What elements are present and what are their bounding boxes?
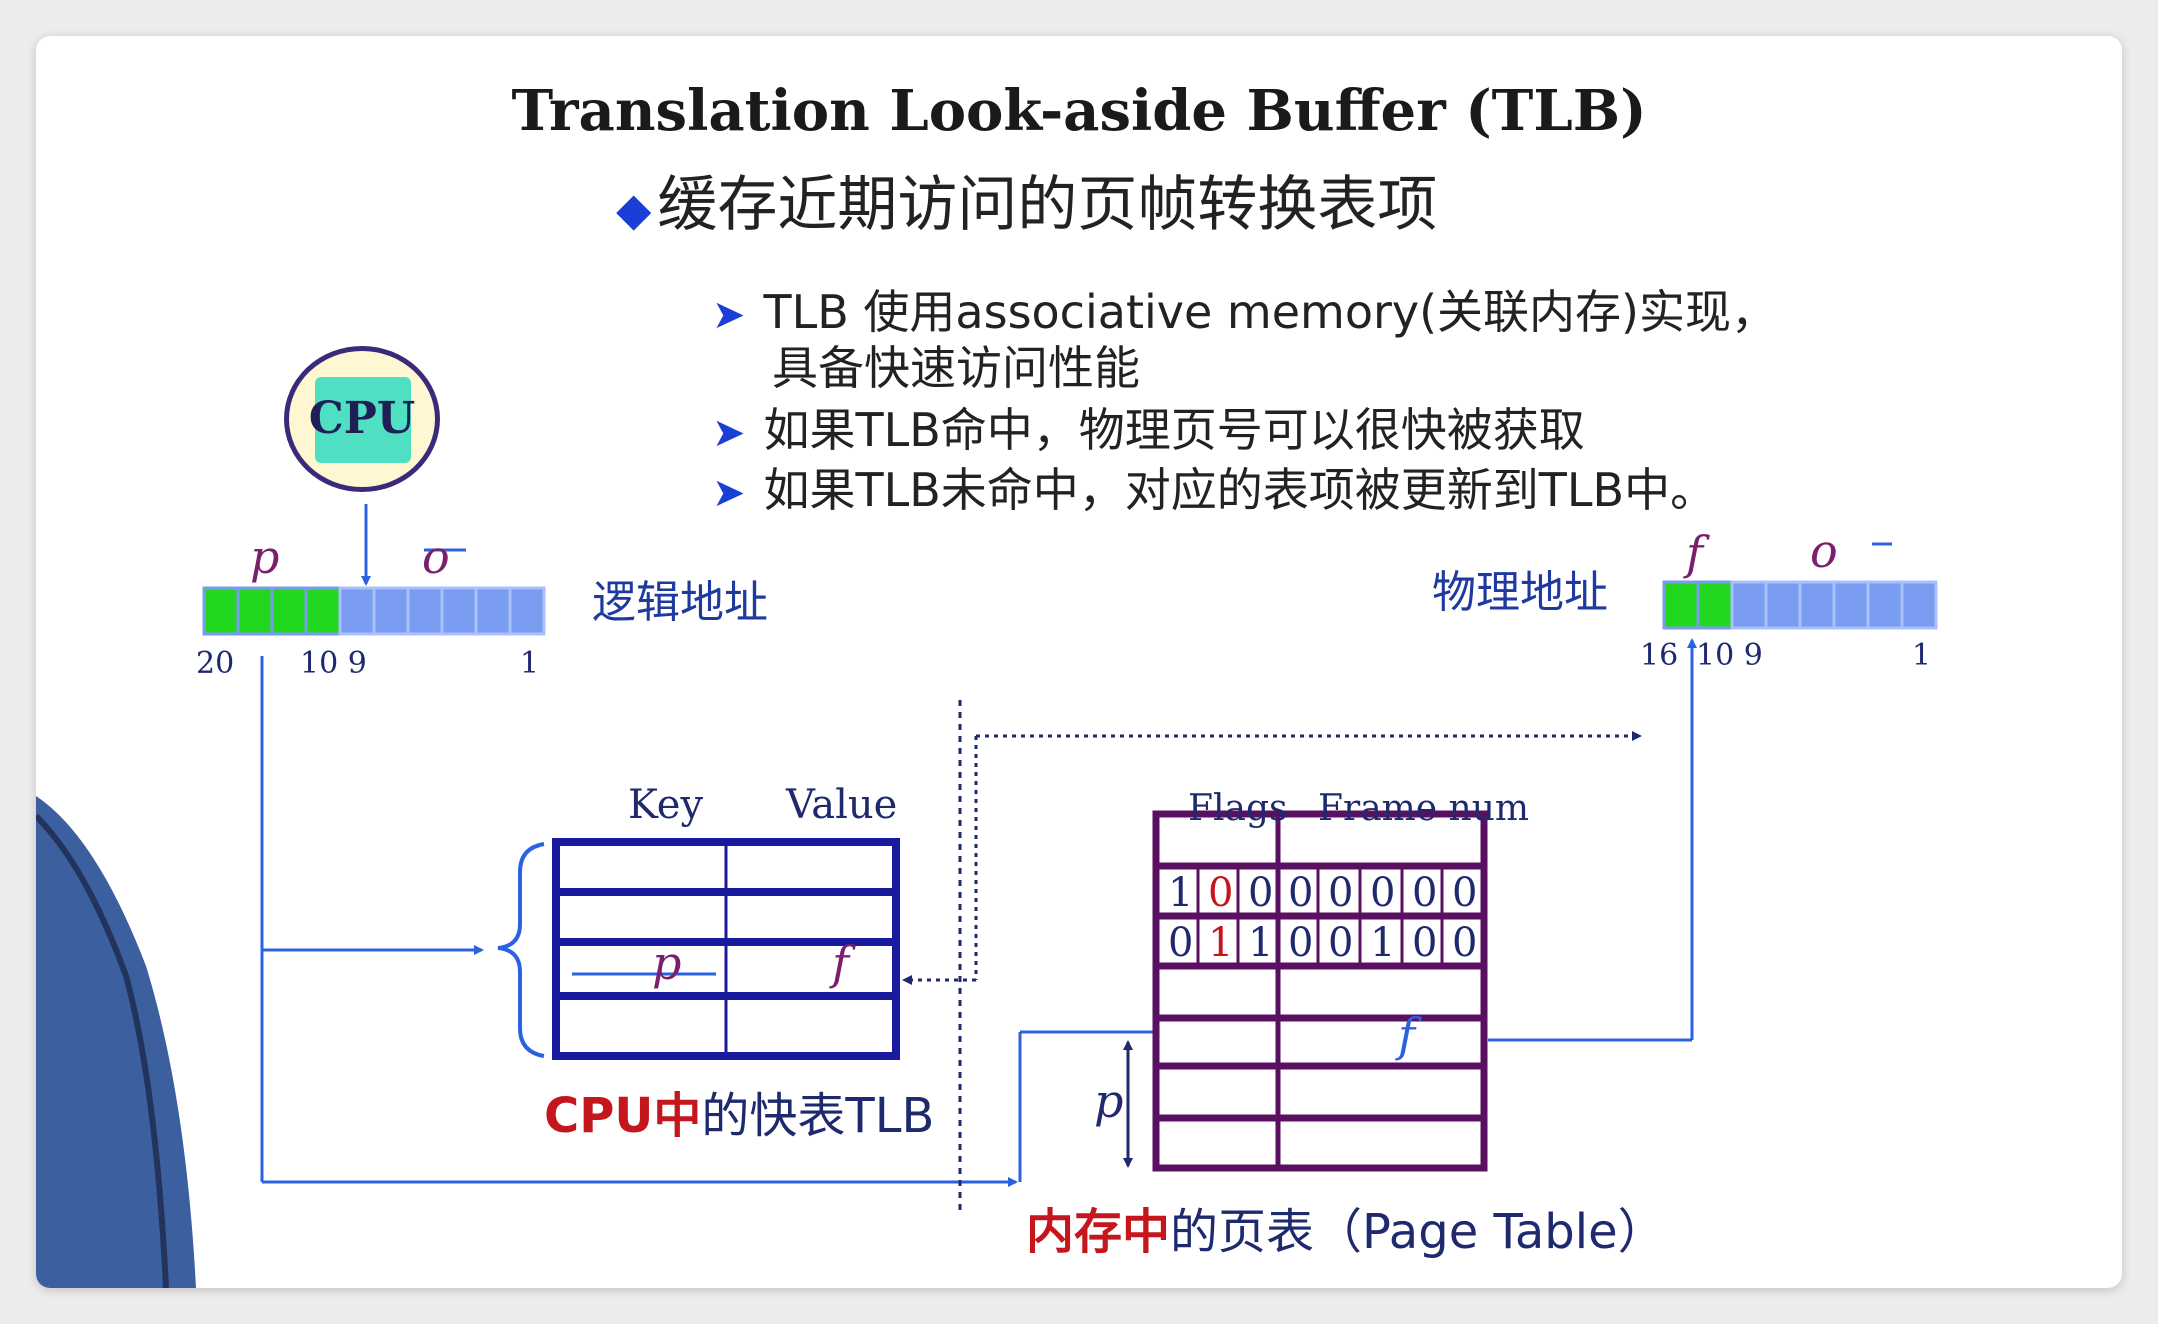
cpu-label: CPU [308,393,416,444]
sub-bullet-1-cont: 具备快速访问性能 [772,341,1140,395]
logical-bit-1: 1 [520,646,540,681]
pt-row2-bit: 1 [1208,920,1234,966]
pt-row1-bit: 0 [1452,870,1478,916]
pt-row2-bit: 0 [1168,920,1194,966]
tlb-table [552,838,900,1060]
pt-p-label: p [1094,1074,1124,1128]
pt-row1-bit: 0 [1248,870,1274,916]
arrow-bullet-icon: ➤ [712,470,746,516]
logical-o-label: o [422,530,450,584]
pt-flags-header: Flags [1188,788,1288,829]
physical-o-label: o [1810,524,1838,578]
physical-bit-16: 16 [1640,638,1679,673]
sub-bullet-3-text: 如果TLB未命中，对应的表项被更新到TLB中。 [763,463,1717,517]
cpu-icon: CPU [284,346,440,492]
physical-f-label: f [1686,526,1704,580]
pt-row1-bit: 0 [1370,870,1396,916]
tlb-caption-red: CPU中 [544,1088,702,1144]
pt-row-f: f [1398,1008,1416,1062]
page-table-caption-rest: 的页表（Page Table） [1170,1204,1666,1260]
pt-row1-bit: 1 [1168,870,1194,916]
tlb-caption: CPU中的快表TLB [544,1076,934,1146]
logical-bit-10-9: 10 9 [300,646,367,681]
logical-bit-20: 20 [196,646,235,681]
tlb-row-p: p [652,936,682,990]
sub-bullet-1-text: TLB 使用associative memory(关联内存)实现， [763,285,1777,339]
physical-address-label: 物理地址 [1432,567,1608,618]
sub-bullet-1: ➤ TLB 使用associative memory(关联内存)实现， [712,276,1777,342]
physical-address-register [1662,580,1938,630]
arrow-bullet-icon: ➤ [712,292,746,338]
pt-row2-bit: 0 [1412,920,1438,966]
page-title: Translation Look-aside Buffer (TLB) [511,78,1647,144]
page-table-caption-red: 内存中 [1026,1204,1171,1260]
physical-bit-1: 1 [1912,638,1932,673]
sub-bullet-3: ➤ 如果TLB未命中，对应的表项被更新到TLB中。 [712,454,1716,520]
logical-p-label: p [250,530,280,584]
page-table-caption: 内存中的页表（Page Table） [1026,1192,1666,1262]
pt-row1-bit: 0 [1328,870,1354,916]
tlb-value-header: Value [786,782,898,828]
pt-row1-bit: 0 [1412,870,1438,916]
main-bullet-text: 缓存近期访问的页帧转换表项 [657,170,1438,240]
page-table [1152,810,1488,1172]
sub-bullet-2: ➤ 如果TLB命中，物理页号可以很快被获取 [712,394,1585,460]
diamond-bullet-icon: ◆ [616,182,652,236]
physical-bit-10-9: 10 9 [1696,638,1763,673]
pt-row2-bit: 0 [1288,920,1314,966]
logical-address-label: 逻辑地址 [592,577,768,628]
sub-bullet-2-text: 如果TLB命中，物理页号可以很快被获取 [763,403,1585,457]
tlb-key-header: Key [628,782,704,828]
pt-row1-bit: 0 [1288,870,1314,916]
pt-row2-bit: 0 [1452,920,1478,966]
pt-row2-bit: 0 [1328,920,1354,966]
tlb-diagram [36,504,1938,1288]
tlb-row-f: f [832,936,850,990]
pt-row2-bit: 1 [1248,920,1274,966]
arrow-bullet-icon: ➤ [712,410,746,456]
pt-frame-header: Frame num [1318,788,1530,829]
slide: Translation Look-aside Buffer (TLB) ◆缓存近… [36,36,2122,1288]
pt-row2-bit: 1 [1370,920,1396,966]
pt-row1-bit: 0 [1208,870,1234,916]
main-bullet: ◆缓存近期访问的页帧转换表项 [616,156,1437,243]
tlb-caption-rest: 的快表TLB [701,1088,935,1144]
logical-address-register [202,586,546,636]
